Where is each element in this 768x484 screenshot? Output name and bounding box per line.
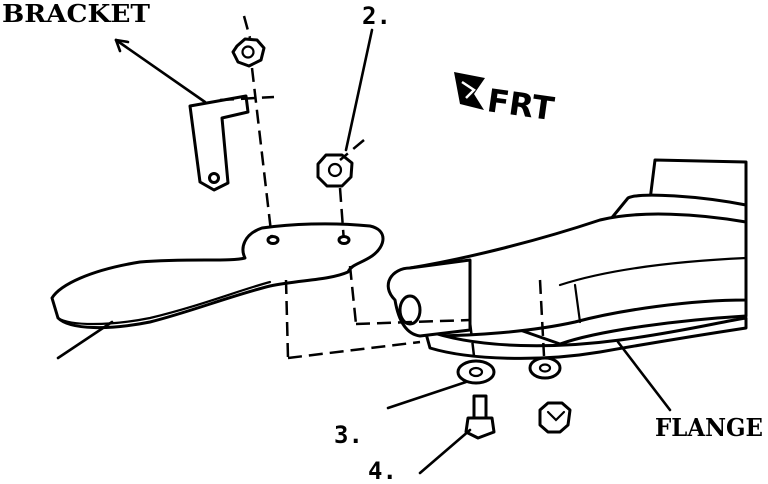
plate-leader xyxy=(56,320,114,360)
callout-2-leader xyxy=(344,28,374,152)
callout-2: 2. xyxy=(362,2,391,30)
washer-right xyxy=(528,356,562,380)
bracket-hole xyxy=(208,172,220,184)
plate-hole-right xyxy=(337,235,351,245)
flange-leader xyxy=(616,340,672,412)
front-arrow-icon xyxy=(454,72,485,110)
footrest-plate xyxy=(50,222,385,330)
assembly-center-lines xyxy=(219,15,546,360)
bracket-leader-arrow xyxy=(114,38,130,53)
bracket-leader xyxy=(114,38,207,104)
bracket-label: BRACKET xyxy=(2,0,150,28)
washer-right-hole xyxy=(538,363,552,373)
plate-lower-edge xyxy=(56,280,272,326)
flange-label: FLANGE xyxy=(655,413,763,442)
plate-hole-left xyxy=(266,235,280,245)
washer-item-3-hole xyxy=(468,366,484,378)
bolt-item-4 xyxy=(464,394,496,440)
callout-3: 3. xyxy=(334,421,363,449)
flange xyxy=(423,316,748,360)
callout-3-leader xyxy=(386,380,468,410)
callout-4: 4. xyxy=(368,457,397,484)
hex-nut-top xyxy=(231,37,266,68)
frame-channel xyxy=(408,158,748,346)
front-label: FRT xyxy=(485,81,557,128)
callout-4-leader xyxy=(418,428,472,475)
washer-item-3 xyxy=(456,359,496,385)
hex-nut-item-2 xyxy=(316,153,354,188)
support-arm xyxy=(386,258,472,338)
arm-bolt-hole xyxy=(398,294,422,326)
lock-nut xyxy=(538,401,572,434)
